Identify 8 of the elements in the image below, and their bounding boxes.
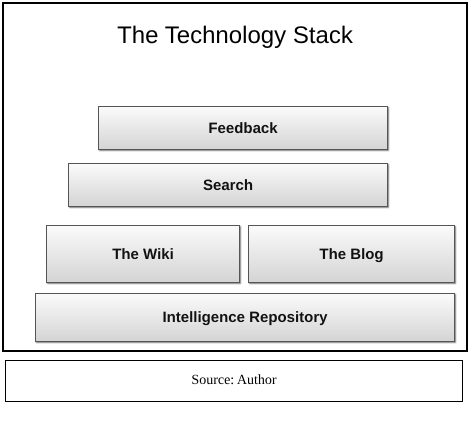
layer-label: Search bbox=[68, 163, 388, 207]
source-note: Source: Author bbox=[5, 360, 463, 402]
layer-label: The Wiki bbox=[46, 225, 240, 283]
layer-label: Feedback bbox=[98, 106, 388, 150]
layer-label: The Blog bbox=[248, 225, 455, 283]
frame-heading: The Technology Stack bbox=[116, 22, 354, 50]
stack-frame bbox=[2, 2, 468, 352]
layer-label: Intelligence Repository bbox=[35, 293, 455, 342]
